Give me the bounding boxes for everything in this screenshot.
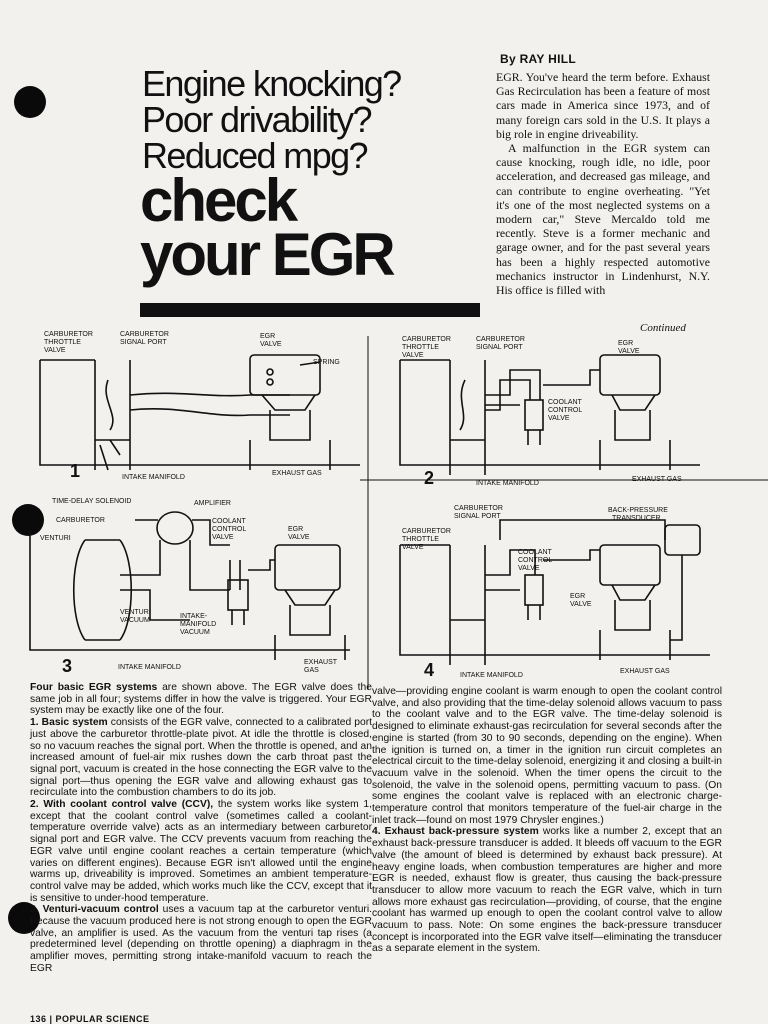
d3-imvac-label-1: INTAKE- [180,613,208,620]
d4-carb-signal-label-1: CARBURETOR [454,505,503,512]
diagram-1 [39,354,360,471]
headline-line-3: Reduced mpg? [142,135,369,176]
d2-carb-throttle-label-2: THROTTLE [402,344,439,351]
d2-carb-signal-label-2: SIGNAL PORT [476,344,523,351]
system-3-continued: valve—providing engine coolant is warm e… [372,686,722,826]
headline-rule [140,303,480,317]
headline-big-1: check [140,167,298,234]
system-4-paragraph: 4. Exhaust back-pressure system works li… [372,826,722,955]
d3-imvac-label-3: VACUUM [180,629,210,636]
d3-intake-label: INTAKE MANIFOLD [118,664,181,671]
d4-intake-label: INTAKE MANIFOLD [460,672,523,679]
d1-number: 1 [70,461,80,481]
d4-egr-label-2: VALVE [570,601,592,608]
d2-exhaust-label: EXHAUST GAS [632,476,682,483]
d1-carb-signal-label-2: SIGNAL PORT [120,339,167,346]
d1-egr-label-1: EGR [260,333,275,340]
d4-ccv-label-3: VALVE [518,565,540,572]
body-left-column: Four basic EGR systems are shown above. … [30,682,372,975]
headline-big-2: your EGR [140,221,396,288]
diagram-4 [399,519,710,665]
system-2-heading: 2. With coolant control valve (CCV), [30,799,214,811]
headline-main: check your EGR [140,167,480,288]
page-footer: 136 | POPULAR SCIENCE [30,1014,150,1024]
d1-egr-label-2: VALVE [260,341,282,348]
system-3-heading: 3. Venturi-vacuum control [30,904,159,916]
d2-intake-label: INTAKE MANIFOLD [476,480,539,487]
d3-venturi-label: VENTURI [40,535,71,542]
d4-ccv-label-1: COOLANT [518,549,553,556]
system-1-heading: 1. Basic system [30,717,108,729]
d1-carb-throttle-label-3: VALVE [44,347,66,354]
d3-ccv-label-1: COOLANT [212,518,247,525]
d1-intake-label: INTAKE MANIFOLD [122,474,185,481]
d1-carb-throttle-label-2: THROTTLE [44,339,81,346]
d3-amp-label: AMPLIFIER [194,500,231,507]
d2-carb-throttle-label-3: VALVE [402,352,424,359]
system-2-paragraph: 2. With coolant control valve (CCV), the… [30,799,372,904]
system-4-heading: 4. Exhaust back-pressure system [372,826,539,838]
system-3-text: uses a vacuum tap at the carburetor vent… [30,904,372,974]
punch-hole-top [14,86,46,118]
d4-ccv-label-2: CONTROL [518,557,552,564]
punch-hole-bottom [8,902,40,934]
d2-egr-label-1: EGR [618,340,633,347]
d2-egr-label-2: VALVE [618,348,640,355]
d1-spring-label: SPRING [313,359,340,366]
d1-exhaust-label: EXHAUST GAS [272,470,322,477]
d3-imvac-label-2: MANIFOLD [180,621,216,628]
d4-bpt-label-1: BACK-PRESSURE [608,507,668,514]
d2-carb-signal-label-1: CARBURETOR [476,336,525,343]
system-1-paragraph: 1. Basic system consists of the EGR valv… [30,717,372,799]
d3-number: 3 [62,656,72,676]
punch-hole-middle [12,504,44,536]
d3-egr-label-1: EGR [288,526,303,533]
egr-diagrams: CARBURETOR THROTTLE VALVE CARBURETOR SIG… [29,331,768,690]
byline: By RAY HILL [500,52,576,66]
d2-ccv-label-3: VALVE [548,415,570,422]
caption-text: are shown above. The EGR valve does the … [30,682,372,717]
intro-column: EGR. You've heard the term before. Exhau… [496,70,710,297]
system-4-text: works like a number 2, except that an ex… [372,826,722,955]
d4-exhaust-label: EXHAUST GAS [620,668,670,675]
diagram-2 [399,354,700,475]
d2-ccv-label-2: CONTROL [548,407,582,414]
d3-tds-label: TIME-DELAY SOLENOID [52,498,131,505]
diagram-3 [29,511,350,660]
d3-vvac-label-2: VACUUM [120,617,150,624]
headline-line-1: Engine knocking? [142,63,402,104]
continued-note: Continued [640,322,686,334]
body-right-column: valve—providing engine coolant is warm e… [372,686,722,955]
d3-ccv-label-2: CONTROL [212,526,246,533]
d3-carb-label: CARBURETOR [56,517,105,524]
d4-number: 4 [424,660,434,680]
d4-carb-throttle-label-3: VALVE [402,544,424,551]
d4-bpt-label-2: TRANSDUCER [612,515,661,522]
headline-line-2: Poor drivability? [142,99,373,140]
d4-carb-throttle-label-1: CARBURETOR [402,528,451,535]
d2-ccv-label-1: COOLANT [548,399,583,406]
d2-carb-throttle-label-1: CARBURETOR [402,336,451,343]
d3-ccv-label-3: VALVE [212,534,234,541]
system-2-text: the system works like system 1, except t… [30,799,372,904]
d4-carb-signal-label-2: SIGNAL PORT [454,513,501,520]
system-1-text: consists of the EGR valve, connected to … [30,717,373,799]
d1-carb-throttle-label-1: CARBURETOR [44,331,93,338]
headline-questions: Engine knocking? Poor drivability? Reduc… [142,66,482,174]
d1-carb-signal-label-1: CARBURETOR [120,331,169,338]
caption-lead: Four basic EGR systems [30,682,158,693]
intro-paragraph-1: EGR. You've heard the term before. Exhau… [496,70,710,141]
intro-paragraph-2: A malfunction in the EGR system can caus… [496,141,710,298]
d3-exhaust-label-1: EXHAUST [304,659,338,666]
d2-number: 2 [424,468,434,488]
d4-carb-throttle-label-2: THROTTLE [402,536,439,543]
d3-exhaust-label-2: GAS [304,667,319,674]
caption-paragraph: Four basic EGR systems are shown above. … [30,682,372,717]
d3-vvac-label-1: VENTURI [120,609,151,616]
system-3-paragraph: 3. Venturi-vacuum control uses a vacuum … [30,904,372,974]
d4-egr-label-1: EGR [570,593,585,600]
d3-egr-label-2: VALVE [288,534,310,541]
